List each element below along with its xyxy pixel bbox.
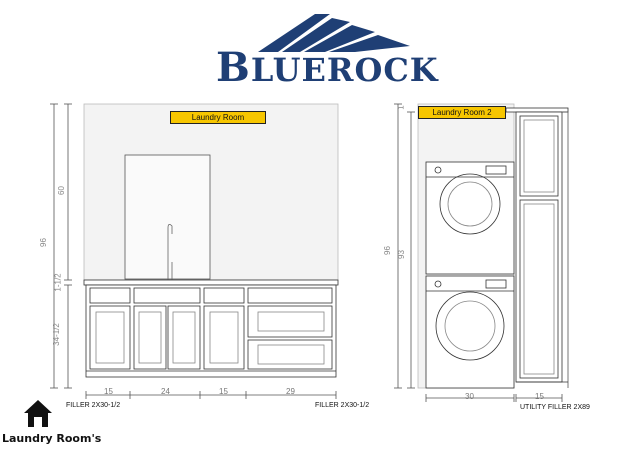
dim-bottom-15-right: 15 bbox=[535, 392, 544, 401]
dim-93: 93 bbox=[396, 250, 406, 259]
dim-bottom-30: 30 bbox=[465, 392, 474, 401]
left-elevation bbox=[50, 103, 339, 399]
drawer-3 bbox=[203, 287, 245, 304]
dim-34-1-2: 34-1/2 bbox=[51, 323, 61, 346]
laundry-room-2-tag: Laundry Room 2 bbox=[418, 106, 506, 119]
mirror bbox=[124, 154, 211, 280]
dim-bottom-24: 24 bbox=[161, 387, 170, 396]
dim-1-right: 1 bbox=[396, 105, 406, 110]
countertop bbox=[83, 279, 339, 286]
utility-filler-note: UTILITY FILLER 2X89 bbox=[520, 404, 590, 411]
tall-cabinet bbox=[515, 111, 563, 383]
drawer-4 bbox=[247, 287, 333, 304]
dim-bottom-15a: 15 bbox=[104, 387, 113, 396]
drawer-2 bbox=[133, 287, 201, 304]
logo-initial: B bbox=[216, 44, 251, 91]
filler-left-note: FILLER 2X30-1/2 bbox=[66, 402, 121, 409]
door-4 bbox=[203, 305, 245, 370]
drawer-1 bbox=[89, 287, 131, 304]
door-2 bbox=[133, 305, 167, 370]
stacked-dryer bbox=[425, 161, 515, 275]
filler-right-note: FILLER 2X30-1/2 bbox=[315, 402, 370, 409]
laundry-room-tag: Laundry Room bbox=[170, 111, 266, 124]
dim-96-right: 96 bbox=[382, 246, 392, 255]
dim-bottom-15b: 15 bbox=[219, 387, 228, 396]
left-wall bbox=[83, 103, 339, 281]
logo-wordmark: BLUEROCK bbox=[216, 44, 438, 91]
stacked-washer bbox=[425, 275, 515, 389]
dim-96-left: 96 bbox=[38, 238, 48, 247]
drawer-5 bbox=[247, 305, 333, 338]
dim-60: 60 bbox=[56, 186, 66, 195]
logo-rest: LUEROCK bbox=[250, 51, 439, 89]
laundry-rooms-label: Laundry Room's bbox=[2, 432, 102, 445]
faucet bbox=[167, 224, 173, 282]
right-elevation bbox=[394, 103, 569, 402]
door-1 bbox=[89, 305, 131, 370]
house-icon bbox=[24, 400, 52, 427]
dim-1-1-2: 1-1/2 bbox=[53, 273, 63, 292]
door-3 bbox=[167, 305, 201, 370]
dim-bottom-29: 29 bbox=[286, 387, 295, 396]
drawer-6 bbox=[247, 339, 333, 370]
crown-molding bbox=[505, 107, 569, 113]
bluerock-logo-mark bbox=[258, 14, 410, 52]
